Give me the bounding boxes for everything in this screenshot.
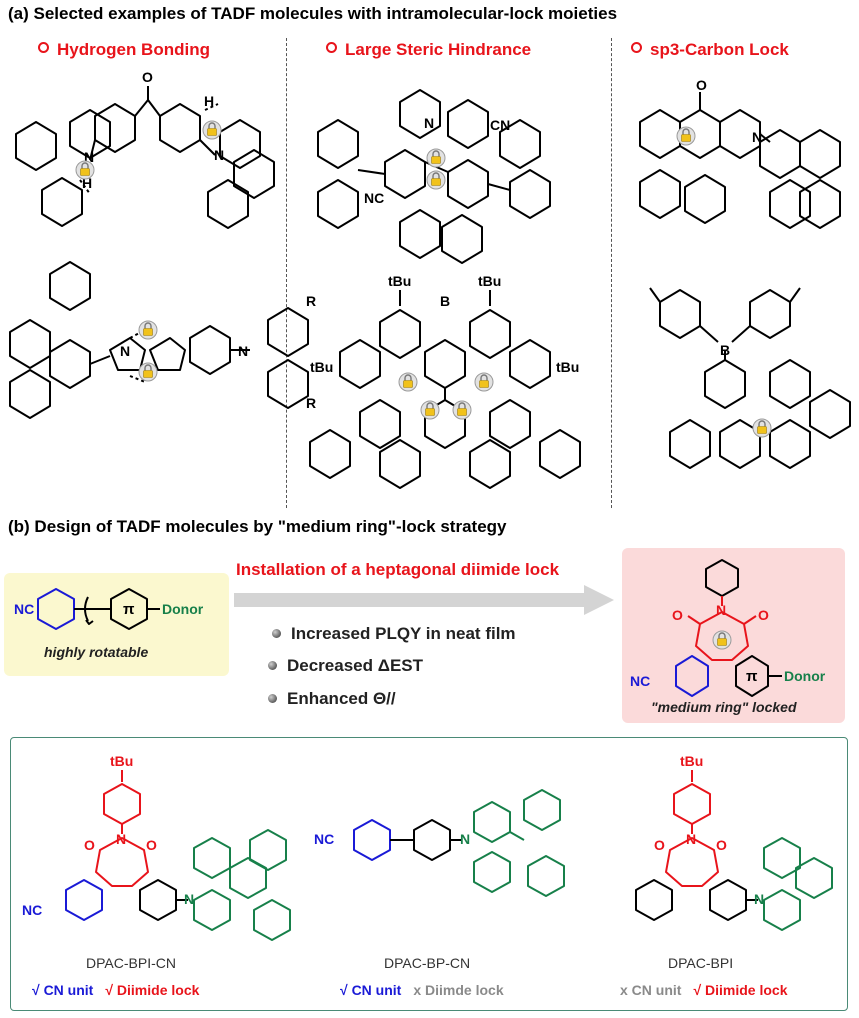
atom-tbu: tBu — [310, 359, 333, 375]
bullet-dot-icon — [272, 629, 281, 638]
bullet-dot-icon — [268, 694, 277, 703]
donor-label: Donor — [784, 668, 826, 684]
locked-box — [622, 548, 845, 723]
panel-a-structures: O N H H N N N R R CN NC N B tBu tBu tBu … — [9, 69, 851, 489]
column-divider — [286, 38, 287, 508]
molecule-steric-1 — [317, 89, 551, 264]
atom-h: H — [82, 175, 92, 191]
atom-n: N — [120, 343, 130, 359]
atom-o: O — [696, 77, 707, 93]
atom-n: N — [754, 891, 764, 907]
atom-n: N — [424, 115, 434, 131]
atom-nc: NC — [364, 190, 384, 206]
atom-n: N — [752, 129, 762, 145]
atom-o: O — [142, 69, 153, 85]
lock-icon — [712, 630, 732, 650]
atom-cn: CN — [490, 117, 510, 133]
lock-icon — [452, 400, 472, 420]
lock-icon — [138, 320, 158, 340]
atom-n: N — [84, 149, 94, 165]
bullet-plqy: Increased PLQY in neat film — [272, 624, 516, 644]
atom-o: O — [716, 837, 727, 853]
process-arrow — [234, 585, 614, 615]
pi-label: π — [746, 668, 758, 685]
molecule-hbond-1 — [15, 86, 275, 229]
atom-tbu: tBu — [478, 273, 501, 289]
lock-icon — [138, 362, 158, 382]
structure-dpac-bp-cn — [353, 789, 565, 897]
rotatable-box — [4, 573, 229, 676]
structure-dpac-bpi — [635, 770, 833, 931]
lock-icon — [426, 170, 446, 190]
atom-o: O — [84, 837, 95, 853]
donor-label: Donor — [162, 601, 204, 617]
molecule-name: DPAC-BPI — [668, 955, 734, 971]
molecule-hbond-2 — [9, 261, 309, 419]
atom-n: N — [116, 831, 126, 847]
atom-o: O — [654, 837, 665, 853]
lock-icon — [202, 120, 222, 140]
molecule-sp3-1 — [639, 92, 841, 229]
atom-tbu: tBu — [388, 273, 411, 289]
atom-nc: NC — [314, 831, 334, 847]
lock-icon — [426, 148, 446, 168]
atom-nc: NC — [22, 902, 42, 918]
bullet-circle-icon — [631, 42, 642, 53]
structure-dpac-bpi-cn — [65, 770, 291, 941]
atom-r: R — [306, 395, 316, 411]
atom-n: N — [184, 891, 194, 907]
atom-b: B — [720, 342, 730, 358]
molecule-sp3-2 — [649, 287, 851, 469]
locked-structure: N O O NC π Donor — [630, 559, 826, 697]
atom-n: N — [238, 343, 248, 359]
lock-icon — [676, 126, 696, 146]
nc-label: NC — [630, 673, 650, 689]
panel-a-title: (a) Selected examples of TADF molecules … — [8, 4, 618, 23]
category-sp3-lock: sp3-Carbon Lock — [631, 40, 789, 60]
atom-n: N — [716, 602, 726, 618]
rotatable-structure: NC π Donor — [14, 588, 204, 630]
panel-b-title: (b) Design of TADF molecules by "medium … — [8, 517, 507, 536]
atom-h: H — [204, 93, 214, 109]
atom-o: O — [672, 607, 683, 623]
molecule-feature: √ CN unit√ Diimide lock — [32, 982, 200, 998]
atom-b: B — [440, 293, 450, 309]
lock-icon — [75, 160, 95, 180]
atom-o: O — [758, 607, 769, 623]
molecule-structures: tBu N O O NC N NC N tBu N O O N — [22, 753, 833, 941]
nc-label: NC — [14, 601, 34, 617]
atom-n: N — [686, 831, 696, 847]
bullet-dot-icon — [268, 661, 277, 670]
category-steric-hindrance: Large Steric Hindrance — [326, 40, 531, 60]
lock-icon — [420, 400, 440, 420]
bullet-circle-icon — [326, 42, 337, 53]
bullet-delta-est: Decreased ΔEST — [268, 656, 423, 676]
molecule-steric-2 — [309, 290, 581, 489]
atom-n: N — [460, 831, 470, 847]
atom-r: R — [306, 293, 316, 309]
bullet-circle-icon — [38, 42, 49, 53]
lock-icon — [474, 372, 494, 392]
atom-tbu: tBu — [110, 753, 133, 769]
pi-label: π — [123, 601, 135, 618]
molecule-name: DPAC-BPI-CN — [86, 955, 176, 971]
locked-caption: "medium ring" locked — [651, 699, 797, 715]
atom-o: O — [146, 837, 157, 853]
lock-icon — [398, 372, 418, 392]
molecule-feature: x CN unit√ Diimide lock — [620, 982, 788, 998]
column-divider — [611, 38, 612, 508]
atom-tbu: tBu — [680, 753, 703, 769]
molecule-name: DPAC-BP-CN — [384, 955, 471, 971]
bullet-orientation: Enhanced Θ// — [268, 689, 396, 709]
lock-icon — [752, 418, 772, 438]
molecule-comparison-box — [10, 737, 848, 1011]
atom-tbu: tBu — [556, 359, 579, 375]
category-hydrogen-bonding: Hydrogen Bonding — [38, 40, 210, 60]
atom-n: N — [214, 147, 224, 163]
rotatable-caption: highly rotatable — [44, 644, 149, 660]
arrow-label: Installation of a heptagonal diimide loc… — [236, 560, 560, 579]
